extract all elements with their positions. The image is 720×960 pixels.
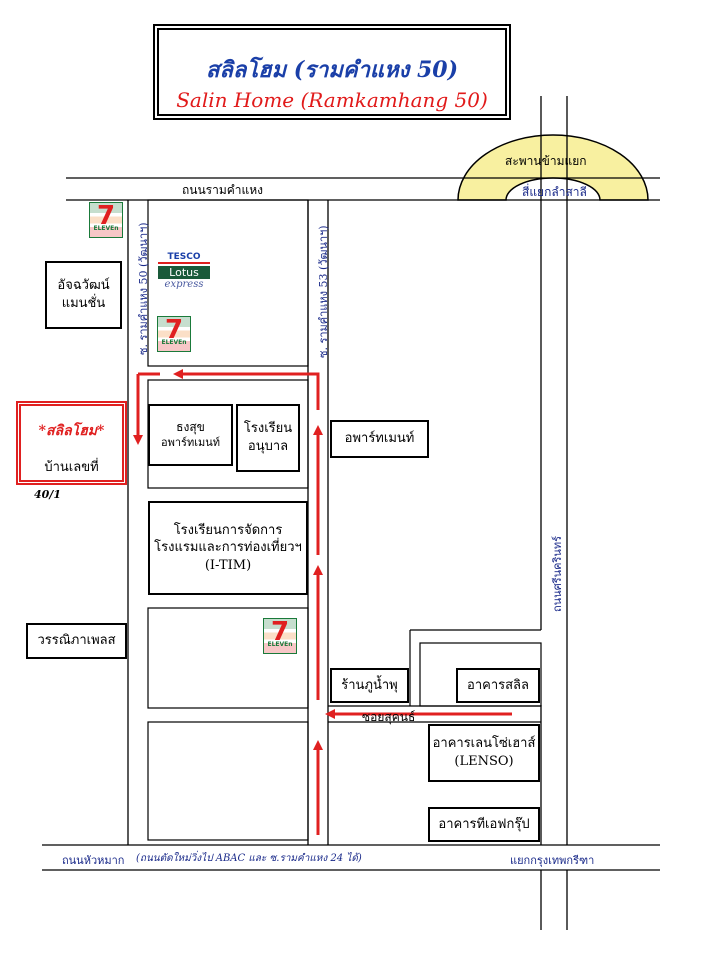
- route-arrow-5: [173, 369, 320, 410]
- salil-building: อาคารสลิล: [456, 668, 540, 703]
- road-label-ramkhamhaeng: ถนนรามคำแหง: [182, 183, 264, 197]
- itim-school: โรงเรียนการจัดการ โรงแรมและการท่องเที่ยว…: [148, 501, 308, 595]
- road-label-soi-53: ซ. รามคำแหง 53 (วัฒนาฯ): [317, 225, 330, 358]
- thongsuk-apartment: ธงสุข อพาร์ทเมนท์: [148, 404, 233, 466]
- apartment-building: อพาร์ทเมนท์: [330, 420, 429, 458]
- road-label-bridge: สะพานข้ามแยก: [505, 154, 587, 168]
- seven-eleven-logo-2: 7 ELEVEn: [157, 315, 191, 352]
- road-label-soi-sukhanthi: ซอยสุคนธ์: [362, 710, 416, 724]
- road-label-hua-mak-note: (ถนนตัดใหม่วิ่งไป ABAC และ ซ.รามคำแหง 24…: [136, 853, 362, 864]
- kindergarten: โรงเรียน อนุบาล: [236, 404, 300, 472]
- house-number: 40/1: [34, 488, 61, 501]
- wanitha-place: วรรณิภาเพลส: [26, 623, 127, 659]
- phunamphu-shop: ร้านภูน้ำพุ: [330, 668, 409, 703]
- seven-eleven-logo-1: 7 ELEVEn: [89, 201, 123, 238]
- road-label-soi-50: ซ. รามคำแหง 50 (วัฒนาฯ): [137, 222, 150, 355]
- road-label-hua-mak: ถนนหัวหมาก: [62, 854, 125, 867]
- bridge-arc: [457, 134, 649, 201]
- title-english: Salin Home (Ramkamhang 50): [176, 88, 488, 112]
- road-label-lamsali: สี่แยกลำสาลี: [522, 185, 587, 199]
- title-thai: สลิลโฮม (รามคำแหง 50): [205, 57, 459, 83]
- lenso-house: อาคารเลนโซ่เฮาส์ (LENSO): [428, 724, 540, 782]
- road-label-srinakarin: ถนนศรีนครินทร์: [551, 535, 564, 612]
- map-title: สลิลโฮม (รามคำแหง 50) Salin Home (Ramkam…: [153, 24, 511, 120]
- achawat-mansion: อัจฉวัฒน์ แมนชั่น: [45, 261, 122, 329]
- tesco-lotus-logo: TESCO Lotus express: [158, 252, 210, 290]
- seven-eleven-logo-3: 7 ELEVEn: [263, 617, 297, 654]
- tpi-building: อาคารทีเอฟกรุ๊ป: [428, 807, 540, 842]
- road-label-krungthep-kreetha: แยกกรุงเทพกรีฑา: [510, 854, 595, 867]
- salin-home-destination: *สลิลโฮม* บ้านเลขที่: [16, 401, 127, 485]
